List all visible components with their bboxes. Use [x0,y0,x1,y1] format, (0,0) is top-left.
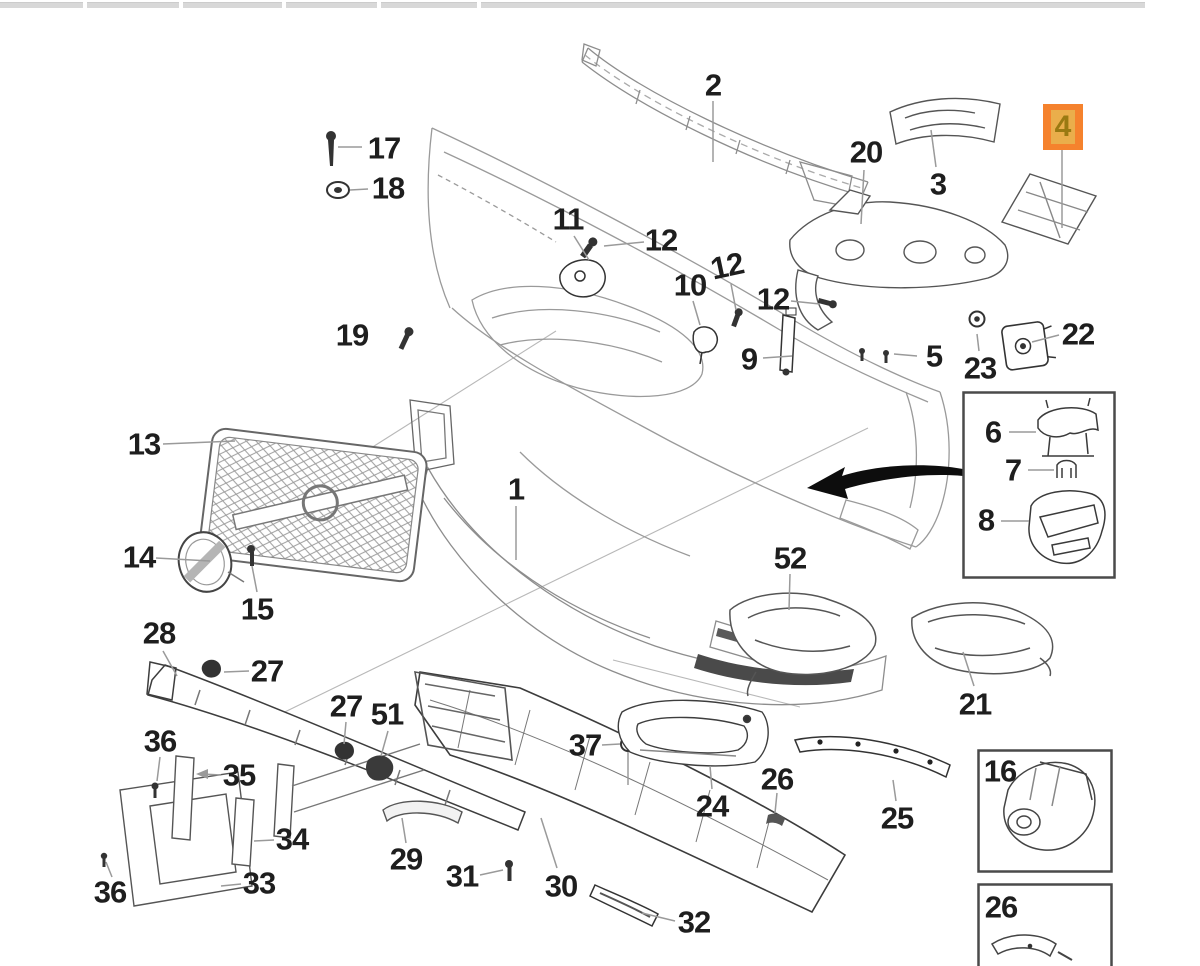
callout-19[interactable]: 19 [335,317,369,353]
points-to-inset-arrow [807,465,963,499]
callout-26-a[interactable]: 26 [760,761,794,797]
callout-8[interactable]: 8 [977,502,995,538]
part-impact-beam [581,43,869,207]
callout-17[interactable]: 17 [367,130,401,166]
callout-9[interactable]: 9 [740,341,758,377]
tab-divider [381,2,477,8]
callout-15[interactable]: 15 [240,591,274,627]
highlighted-callout-4-number: 4 [1051,110,1075,144]
inset-box-26 [977,883,1113,966]
callout-25[interactable]: 25 [880,800,914,836]
part-side-bracket-52 [729,592,877,697]
callout-12-a[interactable]: 12 [644,222,678,258]
callout-22[interactable]: 22 [1061,316,1095,352]
callout-5[interactable]: 5 [925,338,943,374]
callout-33[interactable]: 33 [242,865,276,901]
callout-10[interactable]: 10 [673,267,707,303]
callout-27-b[interactable]: 27 [329,688,363,724]
callout-35[interactable]: 35 [222,757,256,793]
callout-32[interactable]: 32 [677,904,711,940]
callout-1[interactable]: 1 [507,471,525,507]
callout-21[interactable]: 21 [958,686,992,722]
part-side-bracket-21 [911,602,1054,677]
callout-6[interactable]: 6 [984,414,1002,450]
callout-18[interactable]: 18 [371,170,405,206]
part-license-plate-bracket [119,743,425,907]
callout-11[interactable]: 11 [552,201,585,237]
tab-divider [183,2,282,8]
callout-36-b[interactable]: 36 [93,874,127,910]
callout-27-a[interactable]: 27 [250,653,284,689]
callout-34[interactable]: 34 [275,821,309,857]
callout-23[interactable]: 23 [963,350,997,386]
part-fasteners-upper [326,131,1057,376]
callout-29[interactable]: 29 [389,841,423,877]
callout-12-c[interactable]: 12 [756,281,790,317]
callout-51[interactable]: 51 [370,696,404,732]
highlighted-callout-4[interactable]: 4 [1043,104,1083,150]
callout-16[interactable]: 16 [983,753,1017,789]
part-headlamp-bracket [889,97,1001,145]
callout-31[interactable]: 31 [445,858,479,894]
tab-divider [286,2,377,8]
callout-30[interactable]: 30 [544,868,578,904]
part-side-bracket-4 [1000,173,1098,245]
part-emblem [177,531,233,593]
part-grille [177,427,428,593]
part-bumper-carrier [789,189,1009,331]
callout-3[interactable]: 3 [929,166,947,202]
tab-divider [0,2,83,8]
inset-box-16 [977,749,1113,873]
callout-13[interactable]: 13 [127,426,161,462]
callout-14[interactable]: 14 [122,539,156,575]
callout-26-b[interactable]: 26 [984,889,1018,925]
callout-37[interactable]: 37 [568,727,602,763]
callout-28[interactable]: 28 [142,615,176,651]
part-fog-bezel [617,699,769,767]
leader-lines [105,101,1063,922]
callout-36-a[interactable]: 36 [143,723,177,759]
callout-24[interactable]: 24 [695,788,729,824]
callout-20[interactable]: 20 [849,134,883,170]
callout-7[interactable]: 7 [1004,452,1022,488]
tab-divider [481,2,1145,8]
part-clips-lower-left [100,659,394,867]
part-trim-strip-25 [793,735,951,779]
callout-2[interactable]: 2 [704,67,722,103]
callout-52[interactable]: 52 [773,540,807,576]
callout-12-b[interactable]: 12 [707,245,747,287]
part-trims-bottom [382,736,785,928]
tab-divider [87,2,179,8]
inset-box-678 [962,391,1116,579]
part-bumper-cover [427,127,950,557]
